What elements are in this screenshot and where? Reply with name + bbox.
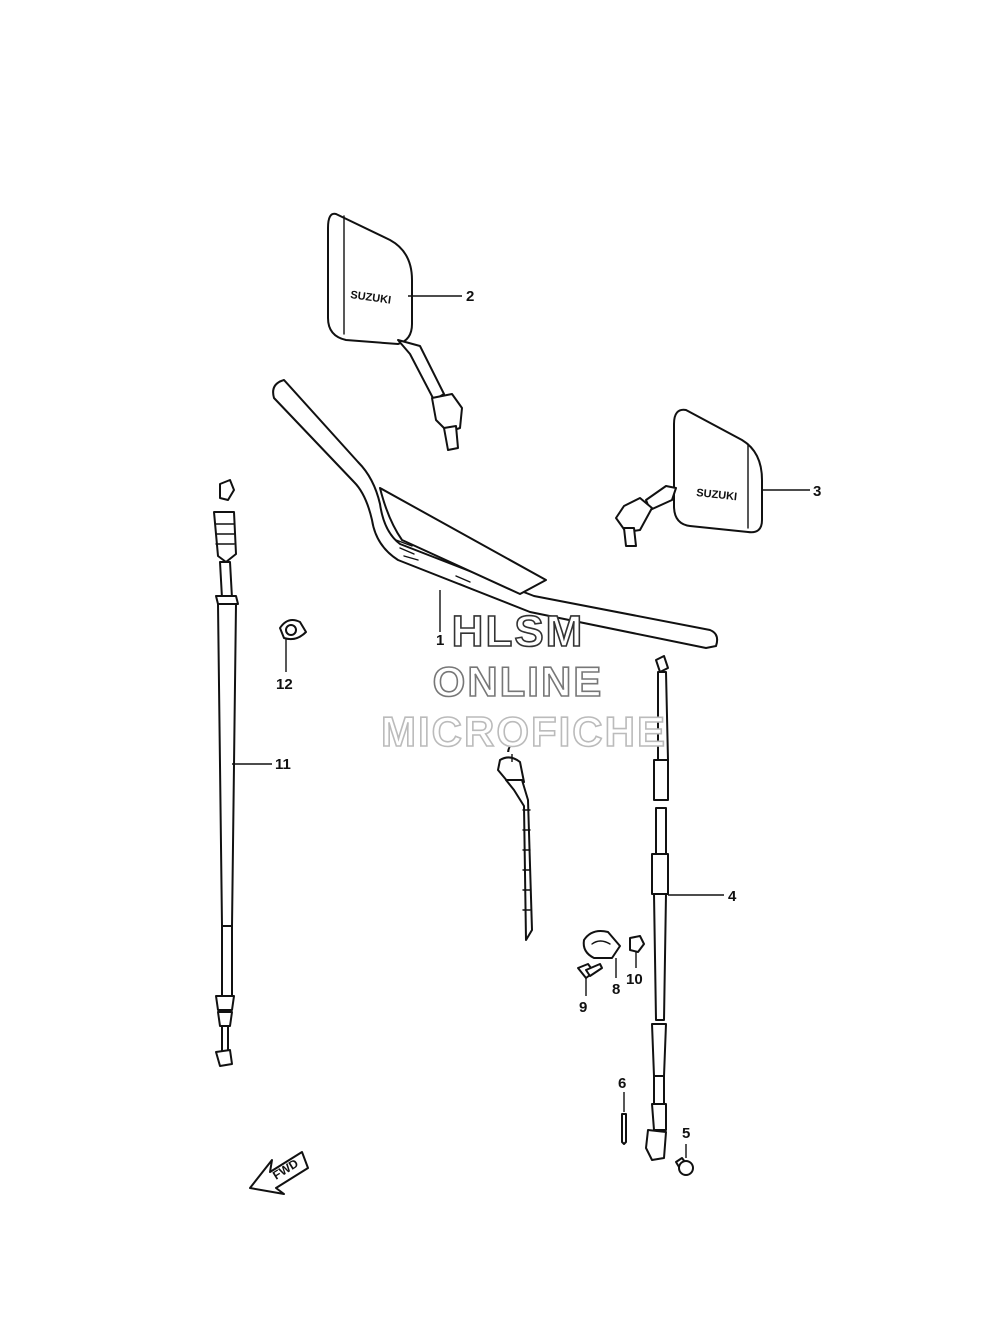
- leader-lines: [232, 295, 810, 1158]
- pin-6[interactable]: [621, 1113, 627, 1145]
- callout-1: 1: [436, 632, 444, 649]
- fwd-indicator: FWD: [249, 1151, 309, 1195]
- cable-tie-7[interactable]: [497, 756, 533, 941]
- clamp-12[interactable]: [279, 619, 307, 641]
- bolt-5[interactable]: [675, 1157, 694, 1176]
- left-mirror-brand: SUZUKI: [350, 289, 392, 307]
- left-mirror[interactable]: SUZUKI: [327, 212, 463, 451]
- callout-6: 6: [618, 1075, 626, 1092]
- callout-2: 2: [466, 288, 474, 305]
- callout-7: 7: [505, 739, 513, 756]
- cable-11[interactable]: [213, 479, 239, 1067]
- right-mirror-brand: SUZUKI: [696, 487, 738, 503]
- callout-4: 4: [728, 888, 737, 905]
- holder-8[interactable]: [582, 930, 621, 959]
- callout-numbers: 1 2 3 4 5 6 7 8 9 10 11 12: [275, 288, 821, 1142]
- callout-9: 9: [579, 999, 587, 1016]
- callout-12: 12: [276, 676, 293, 693]
- watermark-line-1: HLSM: [452, 607, 585, 656]
- callout-5: 5: [682, 1125, 690, 1142]
- right-mirror[interactable]: SUZUKI: [615, 408, 763, 547]
- callout-11: 11: [275, 756, 291, 773]
- nut-10[interactable]: [629, 935, 645, 953]
- handlebar[interactable]: [272, 379, 719, 649]
- watermark: HLSM ONLINE MICROFICHE: [380, 606, 667, 756]
- watermark-line-2: ONLINE: [433, 658, 604, 705]
- callout-10: 10: [626, 971, 643, 988]
- cable-4[interactable]: [645, 655, 669, 1161]
- callout-3: 3: [813, 483, 821, 500]
- watermark-line-3: MICROFICHE: [381, 708, 667, 755]
- callout-8: 8: [612, 981, 620, 998]
- screw-9[interactable]: [577, 963, 603, 979]
- forward-arrow-icon: [249, 1151, 309, 1195]
